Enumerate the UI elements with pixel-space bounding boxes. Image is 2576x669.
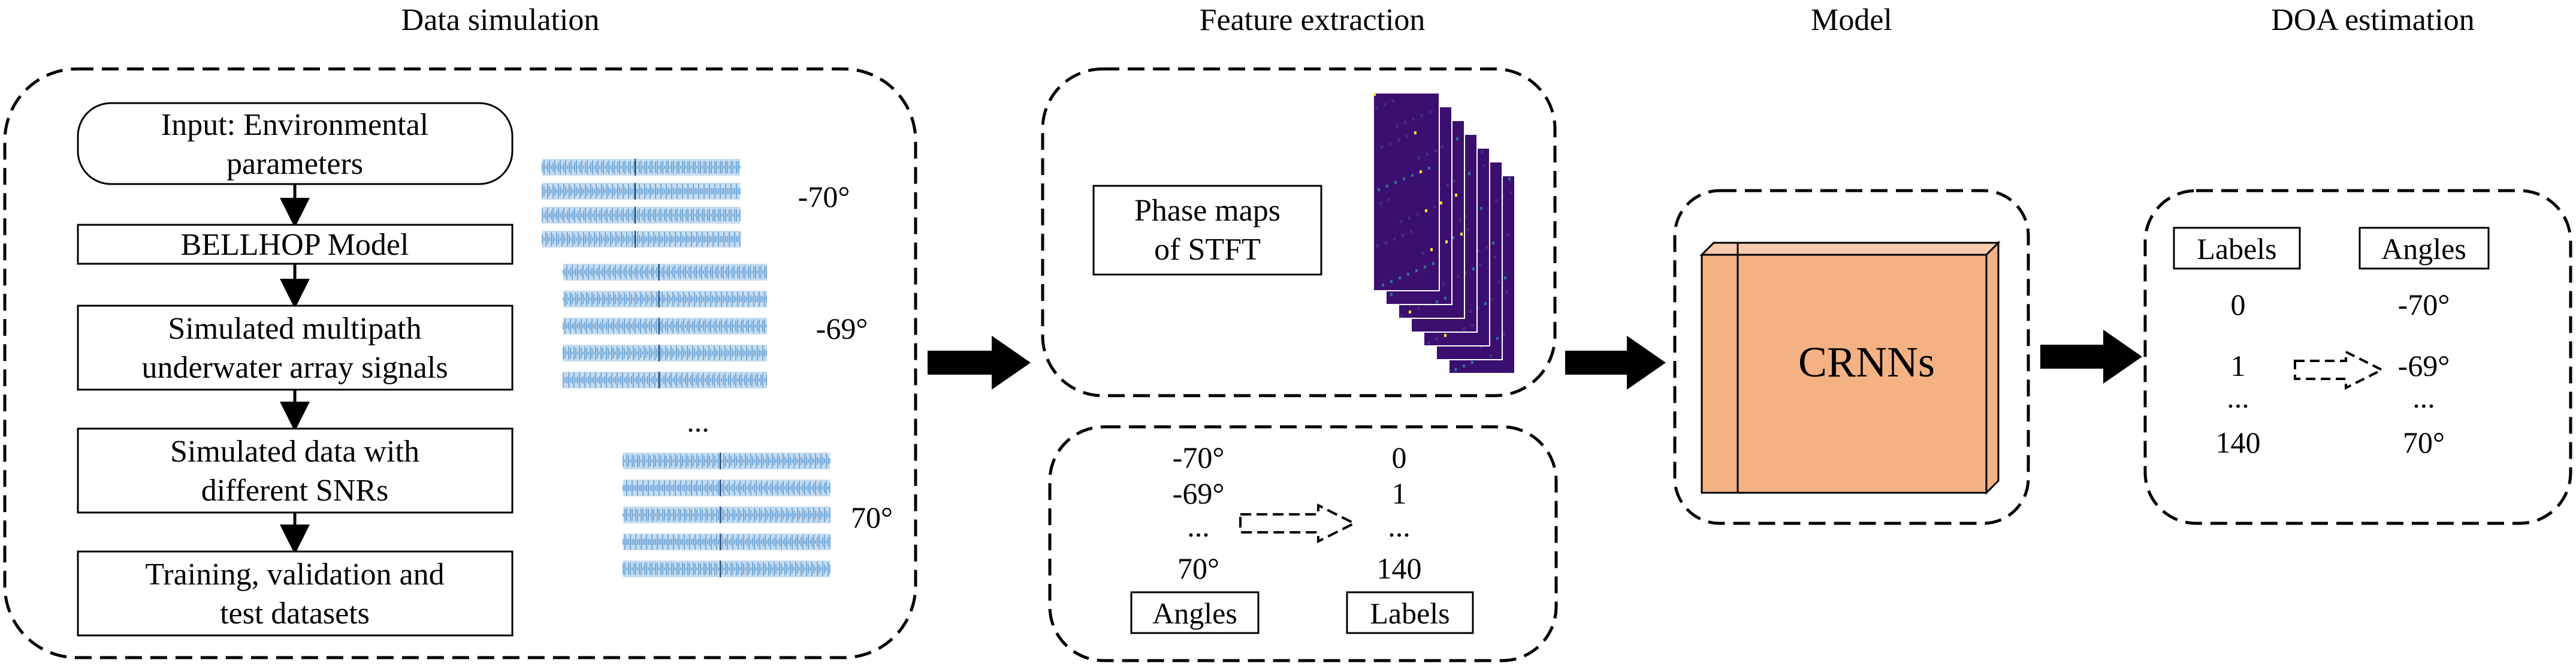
signal-strip: [542, 159, 741, 176]
map-label-2: ...: [1388, 510, 1411, 543]
map-label-0: 0: [1392, 441, 1407, 474]
input-box-line1: Input: Environmental: [161, 108, 428, 142]
input-box-line2: parameters: [227, 147, 363, 181]
doa-angle-1: -69°: [2398, 349, 2450, 382]
section-title-doa-estimation: DOA estimation: [2271, 3, 2474, 37]
signal-ellipsis: ...: [687, 405, 709, 438]
datasets-line2: test datasets: [220, 596, 370, 631]
signal-strip: [623, 453, 831, 469]
doa-angle-3: 70°: [2403, 426, 2445, 459]
big-arrow-3: [2040, 330, 2142, 384]
signal-strip: [542, 207, 741, 224]
signal-angle-mid: -69°: [816, 312, 868, 345]
datasets-line1: Training, validation and: [145, 558, 444, 592]
feature-extraction-panel: [1041, 67, 1557, 397]
bellhop-label: BELLHOP Model: [181, 228, 409, 262]
doa-label-3: 140: [2216, 426, 2261, 459]
signal-strip: [542, 183, 741, 200]
labels-header-box-left: Labels: [1346, 591, 1474, 634]
labels-header-left: Labels: [1370, 596, 1449, 630]
angle-label-mapping-panel: [1048, 425, 1558, 662]
phase-maps-line1: Phase maps: [1134, 194, 1281, 228]
section-title-feature-extraction: Feature extraction: [1200, 3, 1426, 37]
snr-line1: Simulated data with: [170, 435, 419, 469]
signal-strip: [623, 560, 831, 577]
doa-label-1: 1: [2231, 349, 2246, 382]
angles-header-box-right: Angles: [2358, 227, 2490, 270]
simulated-signal-waveforms: [542, 159, 831, 577]
crnn-block: CRNNs: [1699, 240, 2001, 495]
snr-box: Simulated data with different SNRs: [77, 427, 514, 514]
input-box: Input: Environmental parameters: [77, 102, 514, 185]
signal-strip: [623, 534, 831, 550]
signal-strip: [563, 291, 767, 308]
big-arrow-2: [1565, 336, 1666, 390]
signal-angle-bottom: 70°: [851, 501, 893, 534]
doa-angle-0: -70°: [2398, 288, 2450, 321]
multipath-box: Simulated multipath underwater array sig…: [77, 305, 514, 391]
crnn-label: CRNNs: [1798, 338, 1935, 386]
signal-strip: [623, 480, 831, 496]
doa-label-0: 0: [2231, 288, 2246, 321]
datasets-box: Training, validation and test datasets: [77, 550, 514, 637]
multipath-line2: underwater array signals: [141, 351, 448, 385]
angles-header-left: Angles: [1152, 596, 1237, 630]
section-title-data-simulation: Data simulation: [401, 3, 600, 37]
section-title-model: Model: [1811, 3, 1892, 37]
map-angle-1: -69°: [1173, 477, 1225, 510]
big-arrow-1: [928, 336, 1031, 390]
map-angle-2: ...: [1187, 510, 1210, 543]
signal-strip: [563, 345, 767, 361]
stft-map-layer: [1373, 92, 1440, 291]
dashed-map-arrow-right: [2294, 349, 2385, 390]
angles-header-box-left: Angles: [1130, 591, 1260, 634]
data-simulation-panel: [3, 67, 917, 659]
phase-maps-line2: of STFT: [1154, 233, 1261, 267]
bellhop-box: BELLHOP Model: [77, 224, 514, 265]
signal-angle-top: -70°: [798, 180, 850, 213]
signal-strip: [542, 231, 741, 248]
labels-header-right: Labels: [2197, 232, 2276, 266]
dashed-map-arrow-left: [1239, 503, 1357, 544]
labels-header-box-right: Labels: [2173, 227, 2301, 270]
model-panel: [1673, 189, 2030, 525]
doa-angle-2: ...: [2412, 381, 2435, 414]
map-label-1: 1: [1392, 477, 1407, 510]
signal-strip: [623, 507, 831, 523]
multipath-line1: Simulated multipath: [168, 312, 421, 346]
doa-label-2: ...: [2227, 381, 2249, 414]
signal-strip: [563, 318, 767, 334]
map-label-3: 140: [1377, 552, 1422, 585]
snr-line2: different SNRs: [201, 474, 388, 508]
angles-header-right: Angles: [2381, 232, 2466, 266]
doa-estimation-panel: [2143, 189, 2572, 525]
signal-strip: [563, 372, 767, 388]
map-angle-3: 70°: [1177, 552, 1219, 585]
map-angle-0: -70°: [1173, 441, 1225, 474]
stft-phase-map-stack: [1373, 92, 1515, 374]
phase-maps-box: Phase maps of STFT: [1092, 185, 1322, 276]
signal-strip: [563, 264, 767, 281]
